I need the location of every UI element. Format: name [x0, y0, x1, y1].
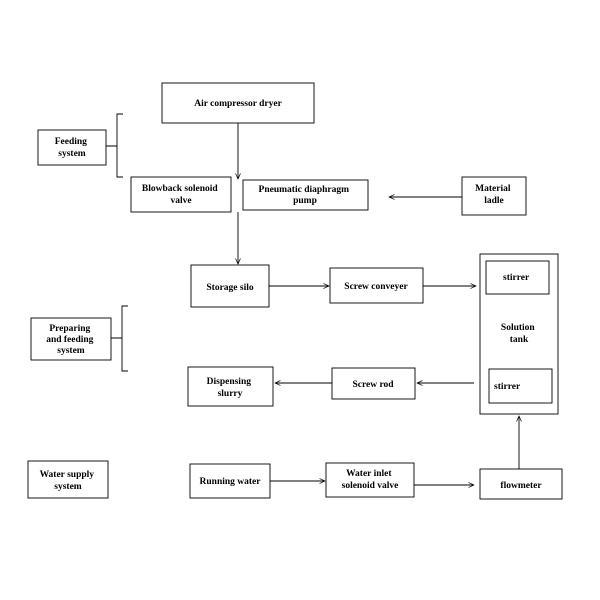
water-inlet-solenoid-valve-label: Water inlet solenoid valve — [342, 469, 399, 491]
dispensing-slurry-node: Dispensing slurry — [187, 366, 274, 407]
running-water-label: Running water — [200, 477, 262, 487]
feeding-system-label: Feeding system — [55, 137, 90, 159]
screw-rod-node: Screw rod — [331, 367, 416, 400]
water-supply-system-label: Water supply system — [40, 470, 97, 492]
pneumatic-diaphragm-pump-node: Pneumatic diaphragm pump — [242, 179, 369, 211]
screw-conveyer-label: Screw conveyer — [344, 282, 408, 292]
flowmeter-node: flowmeter — [479, 468, 563, 500]
feeding-system-bracket — [106, 113, 123, 178]
blowback-solenoid-valve-label: Blowback solenoid valve — [142, 184, 220, 206]
material-ladle-label: Material ladle — [475, 184, 513, 206]
stirrer-bottom-label: stirrer — [494, 382, 521, 392]
preparing-feeding-system-label: Preparing and feeding system — [46, 324, 96, 356]
preparing-feeding-system-node: Preparing and feeding system — [30, 317, 112, 361]
water-inlet-solenoid-valve-node: Water inlet solenoid valve — [325, 462, 415, 498]
feeding-system-node: Feeding system — [37, 129, 107, 166]
blowback-solenoid-valve-node: Blowback solenoid valve — [130, 176, 232, 213]
screw-conveyer-node: Screw conveyer — [329, 267, 424, 304]
air-compressor-dryer-label: Air compressor dryer — [194, 99, 282, 109]
water-supply-system-node: Water supply system — [27, 460, 109, 499]
material-ladle-node: Material ladle — [461, 176, 527, 216]
stirrer-top-label: stirrer — [503, 273, 530, 283]
dispensing-slurry-label: Dispensing slurry — [207, 377, 254, 399]
pneumatic-diaphragm-pump-label: Pneumatic diaphragm pump — [259, 185, 352, 206]
storage-silo-label: Storage silo — [206, 283, 253, 293]
preparing-feeding-system-bracket — [111, 305, 128, 372]
solution-tank-label: Solution tank — [501, 323, 537, 345]
flowmeter-label: flowmeter — [500, 481, 542, 491]
air-compressor-dryer-node: Air compressor dryer — [161, 82, 315, 124]
stirrer-bottom-node: stirrer — [488, 368, 553, 404]
storage-silo-node: Storage silo — [190, 264, 270, 308]
running-water-node: Running water — [189, 463, 271, 499]
screw-rod-label: Screw rod — [352, 380, 394, 390]
stirrer-top-node: stirrer — [485, 260, 550, 295]
